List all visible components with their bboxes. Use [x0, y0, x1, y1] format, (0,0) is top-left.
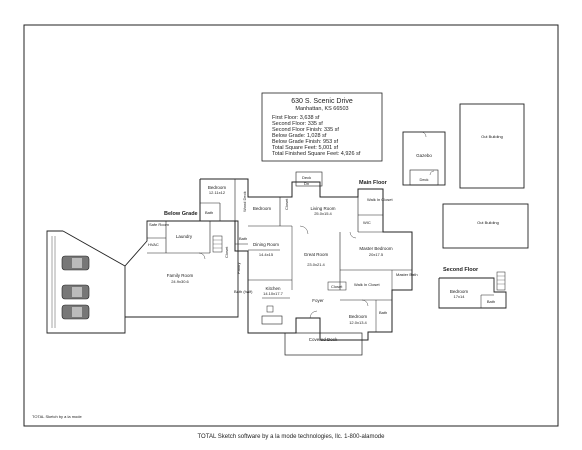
svg-text:Closet: Closet [224, 246, 229, 258]
address-text: 630 S. Scenic Drive [291, 98, 353, 105]
svg-text:Deck: Deck [419, 177, 428, 182]
below-grade-plan: Below Grade Safe Room HVAC Laundry Famil… [124, 211, 239, 318]
svg-text:Kitchen: Kitchen [265, 286, 281, 291]
svg-text:Laundry: Laundry [176, 234, 193, 239]
car-icon [61, 304, 90, 320]
svg-text:Safe Room: Safe Room [149, 222, 170, 227]
svg-text:17x14: 17x14 [454, 294, 466, 299]
svg-text:Second Floor: Second Floor [443, 267, 479, 273]
info-line: Total Square Feet: 5,001 sf [272, 145, 339, 151]
svg-text:Walk In Closet: Walk In Closet [367, 197, 394, 202]
svg-text:Bedroom: Bedroom [208, 185, 227, 190]
svg-text:Bath: Bath [379, 310, 387, 315]
sheet-frame [23, 24, 559, 427]
svg-text:Bedroom: Bedroom [349, 314, 368, 319]
svg-text:Deck: Deck [302, 175, 311, 180]
main-floor-plan: Main Floor Deck Dn Bedroom 12.11x12 Bath… [199, 171, 418, 356]
info-line: Below Grade: 1,028 sf [272, 133, 327, 139]
car-icon [61, 284, 90, 300]
svg-text:Dn: Dn [304, 181, 309, 186]
svg-text:Foyer: Foyer [312, 298, 324, 303]
city-text: Manhattan, KS 66503 [295, 106, 348, 112]
svg-text:Bedroom: Bedroom [253, 206, 272, 211]
gazebo: Gazebo Deck [402, 131, 446, 186]
svg-text:20x17.5: 20x17.5 [369, 252, 384, 257]
svg-text:Dining Room: Dining Room [253, 242, 279, 247]
svg-text:Master Bedroom: Master Bedroom [359, 246, 393, 251]
info-box: 630 S. Scenic Drive Manhattan, KS 66503 … [261, 92, 383, 162]
svg-text:14.4x15: 14.4x15 [259, 252, 274, 257]
svg-text:Living Room: Living Room [310, 206, 335, 211]
svg-text:Below Grade: Below Grade [164, 211, 198, 217]
garage [46, 230, 126, 334]
svg-text:Family Room: Family Room [167, 273, 194, 278]
svg-text:Gazebo: Gazebo [416, 153, 432, 158]
svg-text:14.10x17.7: 14.10x17.7 [263, 291, 284, 296]
out-building-small: Out Building [442, 203, 529, 249]
info-line: Total Finished Square Feet: 4,926 sf [272, 151, 361, 157]
info-line: Second Floor: 335 sf [272, 121, 323, 127]
svg-text:WIC: WIC [363, 220, 371, 225]
svg-text:Covered Deck: Covered Deck [309, 337, 338, 342]
svg-text:Walk In Closet: Walk In Closet [354, 282, 381, 287]
svg-text:Bath: Bath [205, 210, 213, 215]
svg-text:Out Building: Out Building [481, 134, 503, 139]
svg-text:Out Building: Out Building [477, 220, 499, 225]
svg-text:23.0x21.4: 23.0x21.4 [307, 262, 325, 267]
info-line: First Floor: 3,638 sf [272, 115, 320, 121]
svg-text:25.0x15.4: 25.0x15.4 [314, 211, 332, 216]
svg-text:Closet: Closet [331, 284, 343, 289]
svg-text:Great Room: Great Room [304, 252, 329, 257]
svg-text:HVAC: HVAC [148, 242, 159, 247]
svg-text:12.0x13.4: 12.0x13.4 [349, 320, 367, 325]
svg-text:12.11x12: 12.11x12 [209, 190, 226, 195]
svg-text:Main Floor: Main Floor [359, 180, 388, 186]
info-line: Second Floor Finish: 335 sf [272, 127, 339, 133]
svg-text:Bath: Bath [487, 299, 495, 304]
svg-text:Closet: Closet [284, 198, 289, 210]
car-icon [61, 255, 90, 271]
second-floor-plan: Second Floor Bedroom 17x14 Bath [438, 267, 507, 309]
svg-text:Pantry: Pantry [236, 262, 241, 274]
svg-text:Wood Deck: Wood Deck [242, 191, 247, 212]
corner-label: TOTAL Sketch by a la mode [32, 414, 83, 419]
svg-text:Master Bath: Master Bath [396, 272, 418, 277]
svg-text:Bath (half): Bath (half) [234, 289, 253, 294]
svg-text:Bath: Bath [239, 236, 247, 241]
footer-text: TOTAL Sketch software by a la mode techn… [197, 434, 385, 440]
svg-text:Bedroom: Bedroom [450, 289, 469, 294]
out-building-large: Out Building [459, 103, 525, 189]
info-line: Below Grade Finish: 953 sf [272, 139, 339, 145]
svg-text:24.9x30.6: 24.9x30.6 [171, 279, 189, 284]
